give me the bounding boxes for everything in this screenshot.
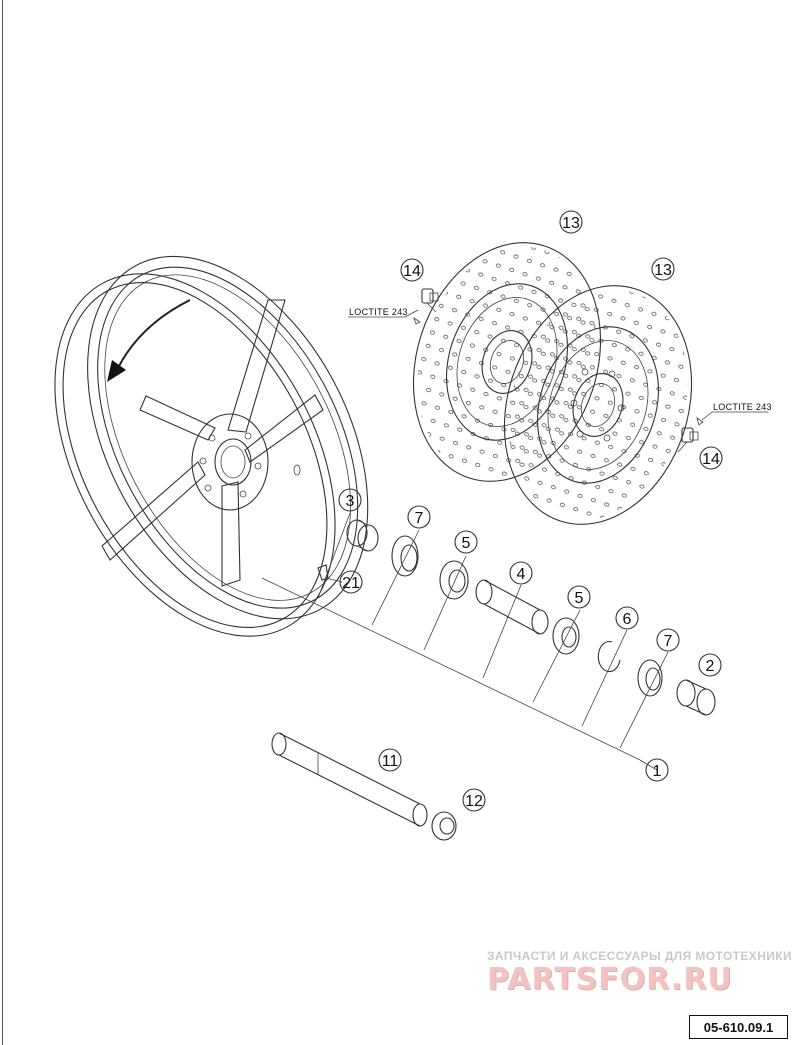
loctite-leader-bottom [696,411,768,426]
callout-5-left: 5 [462,535,471,552]
loctite-leader-top [348,309,421,325]
callout-7-left: 7 [415,510,424,527]
part-axle-11 [271,732,428,827]
callout-leaders [317,512,669,771]
callout-14-top: 14 [403,263,421,280]
callout-21: 21 [342,575,360,592]
part-valve-21 [317,564,329,581]
part-bearing-5-right [552,617,580,655]
callout-14-bottom: 14 [702,451,720,468]
callout-5-right: 5 [575,590,584,607]
callout-3: 3 [346,493,355,510]
callout-2: 2 [706,658,715,675]
part-seal-7-left [391,535,419,577]
rotation-arrow-icon [107,299,191,382]
wheel-hub [191,413,301,511]
assembly-axis [261,577,641,761]
part-circlip-6 [597,641,621,673]
part-axle-nut-12 [431,811,457,841]
disc-bolt-bottom [677,427,699,453]
part-bearing-5-left [439,560,469,600]
callout-11: 11 [382,753,399,770]
watermark-caption: ЗАПЧАСТИ И АКСЕССУАРЫ ДЛЯ МОТОТЕХНИКИ [487,949,793,963]
diagram-reference-code: 05-610.09.1 [689,1015,788,1039]
page-border-left [2,0,3,1045]
part-seal-7-right [637,659,663,697]
wheel-rim [54,255,369,637]
callout-13-right: 13 [654,262,672,279]
disc-bolt-top [421,288,439,313]
callout-13-left: 13 [562,215,580,232]
callout-7-right: 7 [664,633,673,650]
part-spacer-tube-4 [475,579,549,635]
watermark-logo: PARTSFOR.RU [487,962,733,997]
part-spacer-2 [676,679,716,716]
callout-6: 6 [623,611,632,628]
loctite-note-bottom: LOCTITE 243 [713,402,772,412]
callout-circles [338,210,723,812]
part-spacer-3 [346,519,379,552]
callout-12: 12 [465,793,483,810]
callout-4: 4 [517,566,526,583]
brake-disc-right [503,285,693,525]
wheel-spokes [101,299,324,587]
callout-1: 1 [653,763,662,780]
loctite-note-top: LOCTITE 243 [349,307,408,317]
